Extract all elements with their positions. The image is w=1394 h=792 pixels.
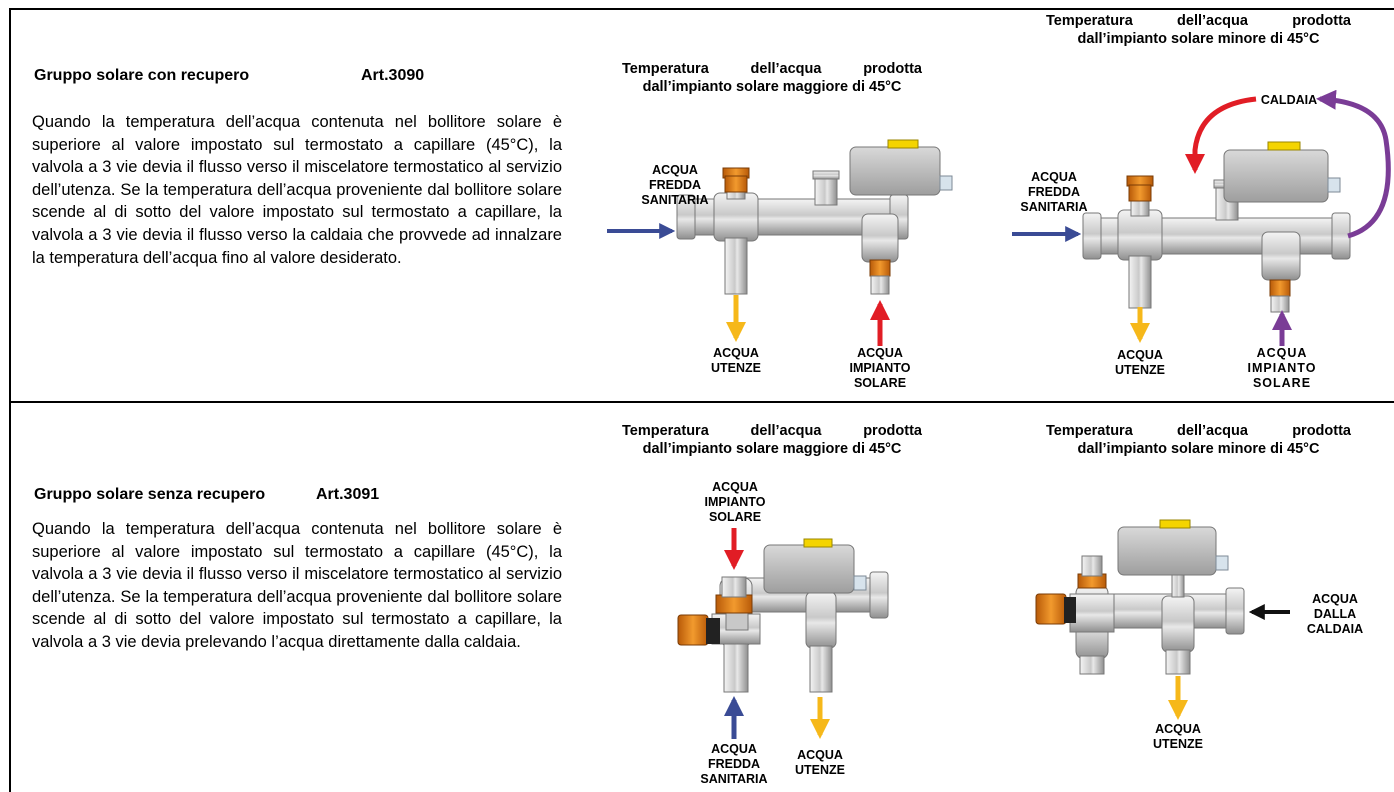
arrows-1 bbox=[607, 223, 890, 346]
panel-2-title: Gruppo solare senza recupero bbox=[34, 486, 266, 503]
d3-label-cold: ACQUA FREDDA SANITARIA bbox=[700, 742, 768, 786]
panel-2-heading: Gruppo solare senza recupero Art.3091 bbox=[34, 486, 379, 504]
d2-label-solar: ACQUA IMPIANTO SOLARE bbox=[1247, 346, 1317, 390]
outer-frame bbox=[9, 8, 1394, 792]
d1-label-solar: ACQUA IMPIANTO SOLARE bbox=[849, 346, 911, 390]
d3-label-solar: ACQUA IMPIANTO SOLARE bbox=[704, 480, 766, 524]
panel-divider bbox=[9, 401, 1394, 403]
d2-label-cold: ACQUA FREDDA SANITARIA bbox=[1020, 170, 1088, 214]
diagram-3-caption: Temperatura dell’acqua prodotta dall’imp… bbox=[622, 423, 922, 457]
d1-label-cold: ACQUA FREDDA SANITARIA bbox=[641, 163, 709, 207]
panel-1-heading: Gruppo solare con recupero Art.3090 bbox=[34, 67, 424, 85]
panel-1-description: Quando la temperatura dell’acqua contenu… bbox=[32, 113, 562, 267]
valve-assembly-2 bbox=[1082, 141, 1351, 313]
arrows-3 bbox=[724, 528, 830, 739]
d3-label-users: ACQUA UTENZE bbox=[795, 748, 845, 777]
diagram-1-caption: Temperatura dell’acqua prodotta dall’imp… bbox=[622, 61, 922, 95]
diagram-2-caption: Temperatura dell’acqua prodotta dall’imp… bbox=[1046, 13, 1351, 47]
d4-label-boiler: ACQUA DALLA CALDAIA bbox=[1306, 592, 1364, 636]
panel-2-article: Art.3091 bbox=[316, 486, 380, 503]
panel-1-article: Art.3090 bbox=[361, 67, 425, 84]
d2-label-boiler: CALDAIA bbox=[1260, 93, 1318, 107]
panel-1-title: Gruppo solare con recupero bbox=[34, 67, 250, 84]
panel-2-description: Quando la temperatura dell’acqua contenu… bbox=[32, 520, 562, 651]
arrows-2 bbox=[1012, 89, 1391, 346]
valve-assembly-1 bbox=[676, 139, 953, 295]
valve-assembly-3 bbox=[677, 538, 889, 693]
diagram-4-caption: Temperatura dell’acqua prodotta dall’imp… bbox=[1046, 423, 1351, 457]
arrows-4 bbox=[1168, 604, 1290, 720]
d1-label-users: ACQUA UTENZE bbox=[711, 346, 761, 375]
d2-label-users: ACQUA UTENZE bbox=[1115, 348, 1165, 377]
valve-assembly-4 bbox=[1035, 519, 1245, 675]
d4-label-users: ACQUA UTENZE bbox=[1153, 722, 1203, 751]
